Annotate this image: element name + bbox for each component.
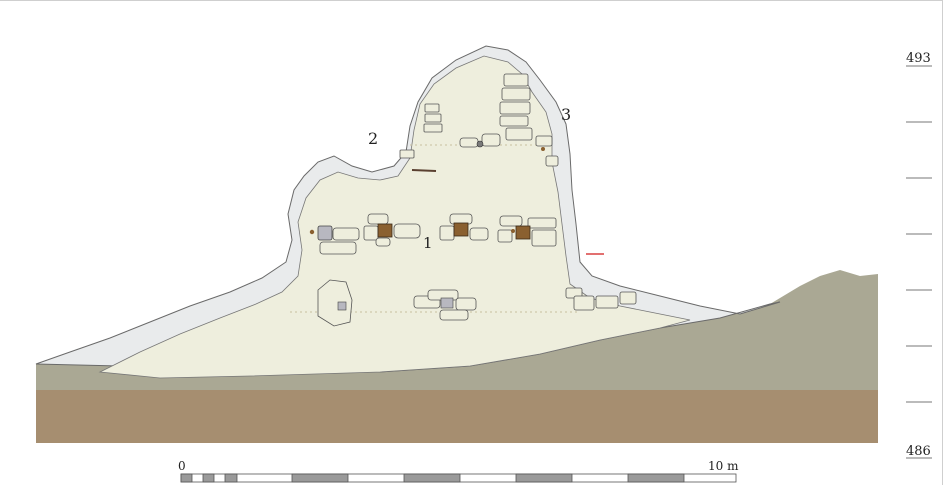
beam-socket-3 — [515, 225, 531, 240]
scale-end-label: 10 m — [708, 459, 739, 473]
scale-bar — [180, 473, 737, 483]
wood-beam — [411, 169, 437, 172]
elevation-top-label: 493 — [906, 51, 931, 66]
stone-grey-lower-1 — [337, 301, 347, 311]
post-hole-3 — [541, 147, 545, 151]
stones-upper — [399, 73, 559, 167]
stone-grey-socket — [317, 225, 333, 241]
scale-start-label: 0 — [178, 459, 186, 473]
stones-middle — [319, 213, 557, 255]
label-feature-3: 3 — [561, 105, 571, 124]
label-feature-1: 1 — [423, 234, 433, 252]
elevation-scale — [906, 65, 932, 459]
stones-lower — [317, 279, 637, 327]
elevation-bottom-label: 486 — [906, 444, 931, 459]
post-hole-left — [309, 229, 315, 235]
beam-socket-1 — [377, 223, 393, 238]
stone-dark-upper — [476, 140, 484, 148]
soil-layer — [36, 390, 878, 443]
post-hole-right — [511, 229, 515, 233]
stone-grey-lower-2 — [440, 297, 454, 309]
ground-layer — [36, 270, 878, 390]
beam-socket-2 — [453, 222, 469, 237]
label-feature-2: 2 — [368, 129, 378, 148]
